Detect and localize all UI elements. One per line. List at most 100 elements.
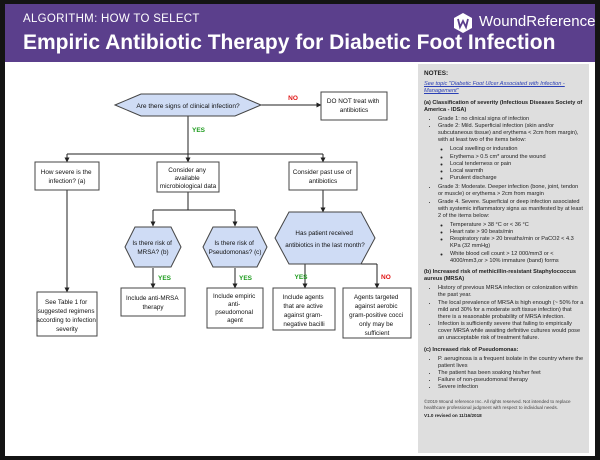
- yes-label-pseudomonas: YES: [239, 275, 253, 282]
- micro-line-3: microbiological data: [160, 183, 217, 190]
- received-line-2: antibiotics in the last month?: [285, 242, 365, 249]
- list-item: The local prevalence of MRSA is high eno…: [438, 300, 584, 321]
- page-title: Empiric Antibiotic Therapy for Diabetic …: [23, 31, 556, 54]
- svg-text:Is there risk of MRSA?: Is there risk of MRSA? (b): [132, 240, 173, 256]
- svg-text:How severe is the infe: How severe is the infection? (a): [41, 169, 94, 185]
- svg-text:Consider past use of a: Consider past use of antibiotics: [293, 169, 353, 185]
- pseudo-line-1: Is there risk of: [214, 240, 254, 247]
- grade-2-text: Grade 2: Mild. Superficial infection (sk…: [438, 122, 579, 144]
- node-anti-mrsa: Include anti-MRSA therapy: [120, 287, 186, 317]
- node-how-severe: How severe is the infection? (a): [34, 161, 100, 191]
- node-anti-pseudomonal: Include empiric anti- pseudomonal agent: [206, 287, 264, 329]
- pseudomonas-section-title: (c) Increased risk of Pseudomonas:: [424, 346, 519, 353]
- yes-label-infection: YES: [192, 127, 206, 134]
- mrsa-line-2: MRSA? (b): [137, 249, 168, 256]
- svg-text:Include agents that ar: Include agents that are active against g…: [283, 294, 326, 328]
- past-use-line-1: Consider past use of: [293, 169, 352, 176]
- node-microbiological-data: Consider any available microbiological d…: [156, 161, 220, 193]
- header-banner: ALGORITHM: HOW TO SELECT Empiric Antibio…: [5, 4, 595, 62]
- anti-mrsa-line-2: therapy: [142, 304, 164, 311]
- see-table-line-2: suggested regimens: [38, 308, 95, 315]
- no-label-infection: NO: [288, 95, 298, 102]
- mrsa-line-1: Is there risk of: [132, 240, 172, 247]
- list-item: Grade 2: Mild. Superficial infection (sk…: [438, 123, 584, 182]
- copyright-footer: ©2019 Wound reference Inc. All rights re…: [424, 399, 584, 419]
- list-item: Failure of non-pseudomonal therapy: [438, 377, 584, 384]
- gram-neg-line-2: that are active: [283, 303, 323, 310]
- algorithm-card: ALGORITHM: HOW TO SELECT Empiric Antibio…: [5, 4, 595, 456]
- list-item: Respiratory rate > 20 breaths/min or PaC…: [450, 236, 584, 250]
- micro-line-2: available: [174, 175, 200, 182]
- list-item: Erythema > 0.5 cm* around the wound: [450, 154, 584, 161]
- list-item: Local swelling or induration: [450, 146, 584, 153]
- list-item: History of previous MRSA infection or co…: [438, 285, 584, 299]
- copyright-text: ©2019 Wound reference Inc. All rights re…: [424, 399, 571, 411]
- gram-pos-line-1: Agents targeted: [354, 294, 399, 301]
- svg-text:Include anti-MRSA ther: Include anti-MRSA therapy: [126, 295, 180, 311]
- notes-panel: NOTES: See topic "Diabetic Foot Ulcer As…: [418, 64, 589, 453]
- node-see-table: See Table 1 for suggested regimens accor…: [36, 291, 98, 337]
- list-item: Grade 1: no clinical signs of infection: [438, 116, 584, 123]
- mrsa-section-title: (b) Increased risk of methicillin-resist…: [424, 268, 577, 283]
- brand-name: WoundReference: [479, 13, 595, 30]
- list-item: The patient has been soaking his/her fee…: [438, 370, 584, 377]
- see-table-line-3: according to infection: [36, 317, 96, 324]
- decision-mrsa-risk: Is there risk of MRSA? (b): [124, 226, 182, 268]
- decision-received-antibiotics: Has patient received antibiotics in the …: [274, 211, 376, 265]
- list-item: P. aeruginosa is a frequent isolate in t…: [438, 356, 584, 370]
- grade-4-criteria: Temperature > 38 °C or < 36 °C Heart rat…: [438, 222, 584, 265]
- yes-label-mrsa: YES: [158, 275, 172, 282]
- micro-line-1: Consider any: [168, 167, 206, 174]
- list-item: Grade 3: Moderate. Deeper infection (bon…: [438, 184, 584, 198]
- severity-section-title: (a) Classification of severity (Infectio…: [424, 99, 583, 113]
- pseudo-agent-line-3: pseudomonal: [215, 309, 253, 316]
- no-treat-line-2: antibiotics: [340, 107, 368, 114]
- svg-text:Include empiric anti-: Include empiric anti- pseudomonal agent: [213, 293, 257, 324]
- yes-label-received: YES: [294, 274, 308, 281]
- svg-text:See Table 1 for sugge: See Table 1 for suggested regimens accor…: [36, 299, 97, 333]
- svg-text:Has patient received a: Has patient received antibiotics in the …: [285, 230, 365, 249]
- see-table-line-1: See Table 1 for: [45, 299, 87, 306]
- past-use-line-2: antibiotics: [309, 178, 337, 185]
- anti-mrsa-line-1: Include anti-MRSA: [126, 295, 179, 302]
- list-item: Grade 4. Severe. Superficial or deep inf…: [438, 199, 584, 265]
- node-gram-negative: Include agents that are active against g…: [272, 287, 336, 331]
- header-kicker: ALGORITHM: HOW TO SELECT: [23, 13, 200, 25]
- svg-text:Agents targeted agains: Agents targeted against aerobic gram-pos…: [349, 294, 405, 337]
- list-item: Heart rate > 90 beats/min: [450, 229, 584, 236]
- list-item: Purulent discharge: [450, 175, 584, 182]
- gram-pos-line-4: only may be: [359, 321, 393, 328]
- pseudo-agent-line-4: agent: [227, 317, 243, 324]
- list-item: Local tenderness or pain: [450, 161, 584, 168]
- grade-2-criteria: Local swelling or induration Erythema > …: [438, 146, 584, 182]
- gram-neg-line-1: Include agents: [283, 294, 324, 301]
- how-severe-line-2: infection? (a): [49, 178, 86, 185]
- connector-lines: [64, 102, 380, 293]
- node-gram-positive: Agents targeted against aerobic gram-pos…: [342, 287, 412, 339]
- decision-pseudomonas-risk: Is there risk of Pseudomonas? (c): [202, 226, 268, 268]
- gram-pos-line-3: gram-positive cocci: [349, 312, 403, 319]
- pseudo-agent-line-1: Include empiric: [213, 293, 255, 300]
- see-table-line-4: severity: [56, 326, 79, 333]
- svg-text:DO NOT treat with anti: DO NOT treat with antibiotics: [327, 98, 381, 114]
- no-label-received: NO: [381, 274, 391, 281]
- decision-label: Are there signs of clinical infection?: [136, 103, 240, 110]
- grade-1-text: Grade 1: no clinical signs of infection: [438, 115, 530, 122]
- decision-clinical-infection: Are there signs of clinical infection?: [113, 93, 263, 117]
- gram-pos-line-2: against aerobic: [355, 303, 398, 310]
- list-item: Local warmth: [450, 168, 584, 175]
- gram-neg-line-4: negative bacilli: [283, 321, 324, 328]
- grade-4-text: Grade 4. Severe. Superficial or deep inf…: [438, 198, 583, 219]
- node-no-treatment: DO NOT treat with antibiotics: [320, 91, 388, 121]
- grade-3-text: Grade 3: Moderate. Deeper infection (bon…: [438, 184, 579, 198]
- gram-neg-line-3: against gram-: [284, 312, 323, 319]
- wr-logo-icon: [454, 13, 472, 33]
- list-item: Temperature > 38 °C or < 36 °C: [450, 222, 584, 229]
- severity-list: Grade 1: no clinical signs of infection …: [424, 116, 584, 265]
- pseudo-agent-line-2: anti-: [228, 301, 240, 308]
- how-severe-line-1: How severe is the: [41, 169, 92, 176]
- see-topic-link[interactable]: See topic "Diabetic Foot Ulcer Associate…: [424, 81, 565, 95]
- gram-pos-line-5: sufficient: [365, 330, 390, 337]
- pseudomonas-list: P. aeruginosa is a frequent isolate in t…: [424, 356, 584, 392]
- svg-text:Consider any available: Consider any available microbiological d…: [160, 167, 217, 190]
